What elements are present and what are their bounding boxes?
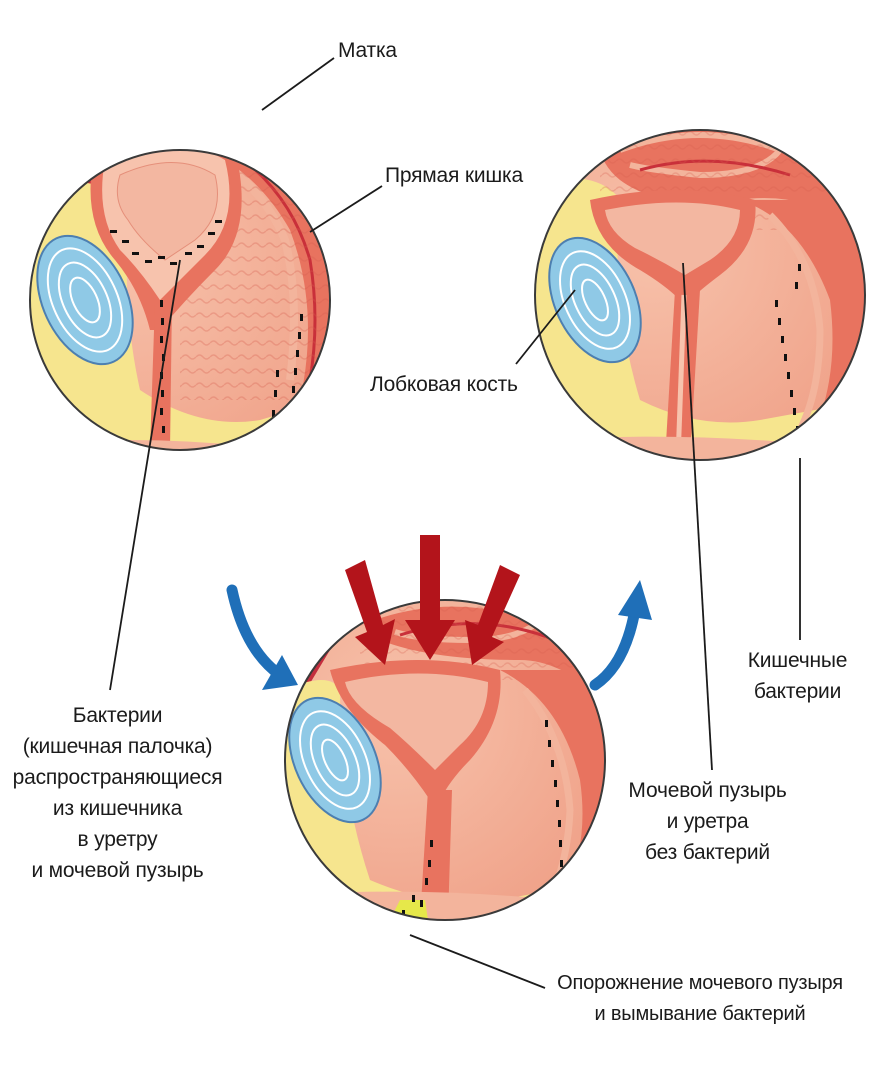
label-intestinal-bacteria-line: Кишечные: [740, 645, 855, 676]
anatomy-circle-infected: [18, 135, 350, 470]
label-emptying-line: Опорожнение мочевого пузыря: [535, 968, 865, 999]
label-bacteria-spread-line: (кишечная палочка): [10, 731, 225, 762]
label-clean-bladder-line: без бактерий: [610, 837, 805, 868]
label-bacteria-spread-line: из кишечника: [10, 793, 225, 824]
label-bacteria-spread: Бактерии (кишечная палочка) распространя…: [10, 700, 225, 886]
pressure-arrow-icon: [345, 535, 520, 665]
label-emptying: Опорожнение мочевого пузыря и вымывание …: [535, 968, 865, 1030]
label-uterus: Матка: [338, 38, 397, 63]
label-bacteria-spread-line: Бактерии: [10, 700, 225, 731]
label-bacteria-spread-line: в уретру: [10, 824, 225, 855]
label-clean-bladder-line: и уретра: [610, 806, 805, 837]
label-bacteria-spread-line: распространяющиеся: [10, 762, 225, 793]
urine-stream: [350, 900, 440, 1000]
label-emptying-line: и вымывание бактерий: [535, 999, 865, 1030]
label-rectum: Прямая кишка: [385, 163, 523, 188]
label-clean-bladder-line: Мочевой пузырь: [610, 775, 805, 806]
label-bacteria-spread-line: и мочевой пузырь: [10, 855, 225, 886]
label-pubic-bone: Лобковая кость: [370, 372, 518, 397]
label-clean-bladder: Мочевой пузырь и уретра без бактерий: [610, 775, 805, 868]
label-intestinal-bacteria: Кишечные бактерии: [740, 645, 855, 707]
label-intestinal-bacteria-line: бактерии: [740, 676, 855, 707]
